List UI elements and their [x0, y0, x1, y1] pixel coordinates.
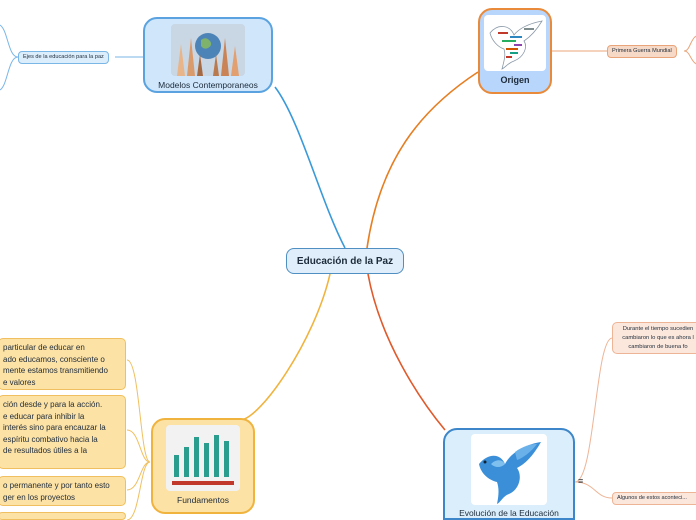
note-line: e valores: [3, 377, 36, 387]
hands-globe-icon: [171, 24, 245, 76]
subtopic-primera-guerra-label: Primera Guerra Mundial: [612, 48, 672, 54]
topic-fundamentos[interactable]: Fundamentos: [151, 418, 255, 514]
note-line: o permanente y por tanto esto: [3, 481, 110, 490]
central-topic[interactable]: Educación de la Paz: [286, 248, 404, 274]
topic-origen-label: Origen: [500, 75, 530, 85]
bar-chart-icon: [166, 425, 240, 491]
note-line: e educar para inhibir la: [3, 411, 85, 421]
branch-origen: [366, 71, 479, 249]
subtopic-ejes[interactable]: Ejes de la educación para la paz: [18, 51, 109, 64]
fundamento-note-3[interactable]: o permanente y por tanto esto ger en los…: [0, 476, 126, 506]
durante-line: Durante el tiempo sucedien: [622, 326, 694, 332]
topic-fundamentos-label: Fundamentos: [177, 495, 229, 505]
link-durante: [574, 337, 613, 483]
link-note-2: [126, 429, 151, 463]
note-line: espíritu combativo hacia la: [3, 434, 98, 444]
note-line: interés sino para encauzar la: [3, 423, 106, 432]
subtopic-primera-guerra[interactable]: Primera Guerra Mundial: [607, 45, 677, 58]
link-note-4: [126, 461, 151, 520]
central-title: Educación de la Paz: [296, 255, 394, 267]
subtopic-algunos-label: Algunos de estos aconteci...: [617, 495, 687, 501]
durante-line: cambiaron lo que es ahora l: [622, 335, 694, 341]
note-line: ción desde y para la acción.: [3, 400, 103, 409]
fundamento-note-2[interactable]: ción desde y para la acción. e educar pa…: [0, 395, 126, 469]
link-note-1: [126, 359, 151, 463]
note-line: de resultados útiles a la: [3, 446, 88, 455]
topic-modelos-label: Modelos Contemporaneos: [158, 80, 258, 90]
subtopic-algunos[interactable]: Algunos de estos aconteci...: [612, 492, 696, 505]
link-note-3: [126, 461, 151, 491]
blue-dove-icon: [471, 434, 547, 505]
topic-evolucion[interactable]: Evolución de la Educación: [443, 428, 575, 520]
branch-evolucion: [367, 273, 446, 431]
menu-icon[interactable]: ≡: [578, 476, 584, 486]
link-algunos: [574, 481, 613, 499]
note-line: ado educamos, consciente o: [3, 354, 105, 364]
subtopic-durante[interactable]: Durante el tiempo sucedien cambiaron lo …: [612, 322, 696, 354]
fundamento-note-1[interactable]: particular de educar en ado educamos, co…: [0, 338, 126, 390]
topic-evolucion-label: Evolución de la Educación: [459, 508, 559, 518]
durante-line: cambiaron de buena fo: [628, 344, 688, 350]
branch-fundamentos: [239, 273, 331, 421]
note-line: mente estamos transmitiendo: [3, 366, 108, 375]
note-line: ger en los proyectos: [3, 492, 76, 502]
topic-origen[interactable]: Origen: [478, 8, 552, 94]
fundamento-note-4[interactable]: [0, 512, 126, 520]
subtopic-ejes-label: Ejes de la educación para la paz: [23, 54, 104, 60]
link-ejes-children: [0, 24, 19, 91]
topic-modelos[interactable]: Modelos Contemporaneos: [143, 17, 273, 93]
note-line: particular de educar en: [3, 343, 85, 352]
branch-modelos: [274, 86, 346, 249]
word-cloud-dove-icon: [484, 15, 546, 71]
link-primera-children: [683, 35, 696, 65]
